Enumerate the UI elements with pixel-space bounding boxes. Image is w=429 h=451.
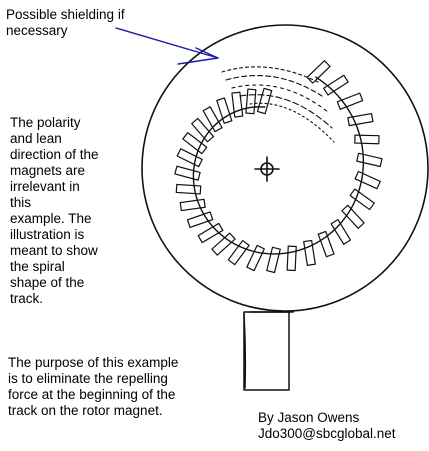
track-magnet	[303, 239, 316, 266]
track-magnet	[191, 117, 215, 143]
track-magnet	[256, 87, 273, 115]
track-magnet	[202, 106, 223, 133]
shielding-arcs	[221, 66, 335, 143]
track-magnet	[356, 152, 383, 168]
track-magnet	[266, 246, 281, 274]
track-magnet	[197, 222, 224, 244]
track-magnet	[174, 165, 201, 181]
track-magnet	[176, 148, 203, 168]
track-magnet	[211, 232, 236, 256]
shielding-note: Possible shielding if necessary	[6, 7, 125, 38]
track-magnet	[245, 88, 257, 115]
track-magnet	[306, 60, 331, 84]
purpose-note: The purpose of this example is to elimin…	[8, 355, 179, 418]
track-magnet	[286, 245, 297, 272]
track-magnet	[175, 183, 202, 195]
track-magnet	[317, 230, 335, 258]
center-axle	[254, 156, 280, 182]
track-magnet	[186, 211, 214, 229]
spiral-magnet-track	[174, 60, 383, 274]
track-magnet	[231, 91, 244, 118]
rotor-disc	[141, 24, 429, 312]
track-magnet	[330, 218, 352, 245]
track-magnet	[323, 74, 349, 96]
track-magnet	[227, 239, 250, 266]
track-magnet	[347, 112, 374, 127]
track-magnet	[179, 198, 206, 212]
track-magnet	[216, 97, 233, 124]
track-magnet	[336, 92, 364, 110]
author-credit: By Jason Owens Jdo300@sbcglobal.net	[258, 410, 396, 441]
rotor-magnet-block	[243, 311, 294, 391]
track-magnet	[354, 170, 381, 190]
track-magnet	[354, 134, 380, 145]
track-magnet	[182, 131, 208, 155]
track-magnet	[341, 204, 365, 229]
track-magnet	[246, 244, 265, 272]
polarity-note: The polarity and lean direction of the m…	[10, 115, 99, 306]
shielding-arrow	[115, 27, 219, 65]
track-magnet	[349, 188, 375, 211]
